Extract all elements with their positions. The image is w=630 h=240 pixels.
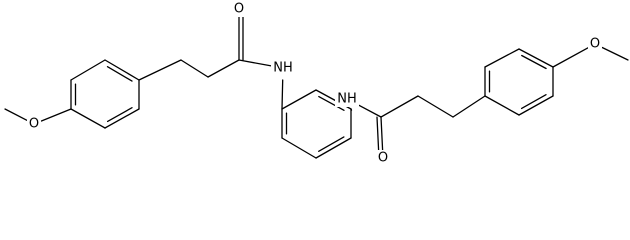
svg-text:O: O xyxy=(590,37,600,52)
bond-o1-a1 xyxy=(40,108,72,122)
bond-b2-b3 xyxy=(281,137,317,159)
bond-b3-b4 xyxy=(315,137,352,159)
atom-o-carbonyl-upper: O xyxy=(232,1,246,17)
bond-r3-r4-inner xyxy=(521,54,547,70)
bond-c4-c5 xyxy=(380,95,419,118)
bond-a3-a4-inner xyxy=(106,66,133,82)
bond-a2-a3 xyxy=(70,59,106,81)
atom-o-ether-left: O xyxy=(27,116,41,132)
bond-layer xyxy=(4,16,629,159)
bond-r4-o4 xyxy=(552,47,589,68)
svg-text:O: O xyxy=(29,117,39,132)
bond-b6-b1 xyxy=(281,89,317,110)
bond-c2-c3 xyxy=(207,59,240,78)
bond-a5-a6 xyxy=(104,108,140,129)
bond-c5-c6 xyxy=(417,95,454,118)
bond-b3-b4-inner xyxy=(318,136,345,152)
bond-c6-r1 xyxy=(452,95,486,118)
bond-r3-r4 xyxy=(518,48,554,68)
bond-c4-o3-second xyxy=(376,116,380,151)
canvas-background xyxy=(0,0,630,192)
bond-a5-a6-inner xyxy=(106,107,133,123)
bond-ml-o1 xyxy=(4,108,28,121)
svg-text:NH: NH xyxy=(337,92,357,107)
bond-n2-c4 xyxy=(356,103,382,118)
svg-text:O: O xyxy=(234,2,244,17)
atom-o-carbonyl-lower: O xyxy=(376,150,390,166)
molecule-structure-diagram: O NH O NH O O xyxy=(0,0,630,192)
bond-n1-b1 xyxy=(281,79,284,110)
svg-text:O: O xyxy=(378,151,388,166)
bond-a6-a1 xyxy=(70,108,106,129)
bond-a3-a4 xyxy=(104,59,140,81)
bond-b5-b6-inner xyxy=(318,95,345,111)
bond-c1-c2 xyxy=(180,59,209,78)
bond-c4-o3 xyxy=(380,116,384,151)
bond-c3-n1 xyxy=(238,59,272,67)
bond-r5-r6-inner xyxy=(520,94,547,110)
bond-o4-mr xyxy=(601,46,629,61)
bond-r5-r6 xyxy=(518,95,554,116)
svg-text:NH: NH xyxy=(273,61,293,76)
atom-nh-lower-amide: NH xyxy=(335,91,359,107)
atom-label-layer: O NH O NH O O xyxy=(27,1,602,166)
atom-nh-upper-amide: NH xyxy=(271,60,295,76)
bond-r2-r3 xyxy=(484,48,520,68)
atom-o-ether-right: O xyxy=(588,36,602,52)
bond-b5-n2 xyxy=(350,108,353,111)
bond-r6-r1 xyxy=(484,95,520,116)
bond-a4-c1 xyxy=(138,59,182,81)
